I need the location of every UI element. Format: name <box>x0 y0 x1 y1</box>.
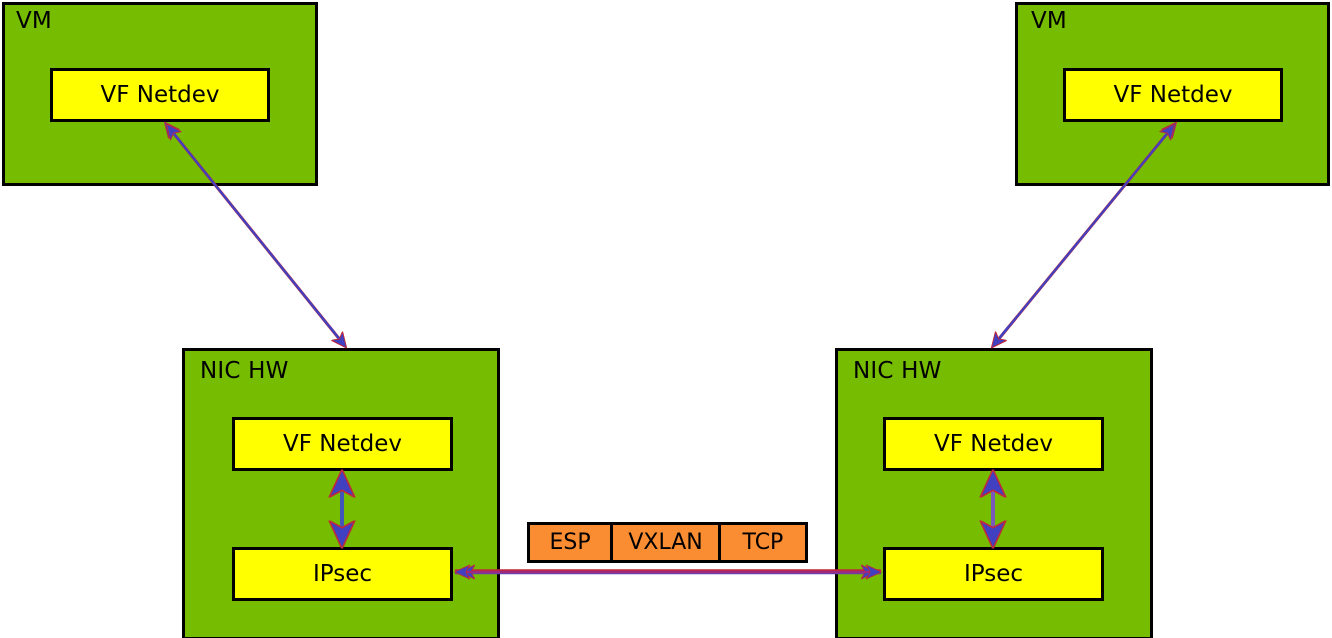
vm-left-label: VM <box>16 8 52 34</box>
vm-left-vf-netdev-node[interactable]: VF Netdev <box>50 68 270 122</box>
packet-cell-esp[interactable]: ESP <box>530 525 614 560</box>
nic-left-vf-netdev-node[interactable]: VF Netdev <box>232 417 453 471</box>
connector-ipsec-to-ipsec <box>455 571 881 573</box>
arrowhead-nic-left-top <box>329 326 345 346</box>
nic-right-label: NIC HW <box>853 358 942 384</box>
nic-right-vf-netdev-node[interactable]: VF Netdev <box>883 417 1104 471</box>
packet-header-strip: ESP VXLAN TCP <box>527 522 808 563</box>
vm-right-vf-netdev-node[interactable]: VF Netdev <box>1063 68 1283 122</box>
packet-cell-tcp[interactable]: TCP <box>742 529 784 555</box>
nic-left-ipsec-node[interactable]: IPsec <box>232 547 453 601</box>
nic-left-label: NIC HW <box>200 358 289 384</box>
packet-cell-vxlan[interactable]: VXLAN <box>613 525 721 560</box>
nic-right-ipsec-node[interactable]: IPsec <box>883 547 1104 601</box>
vm-right-label: VM <box>1031 8 1067 34</box>
arrowhead-nic-right-top <box>993 326 1009 346</box>
